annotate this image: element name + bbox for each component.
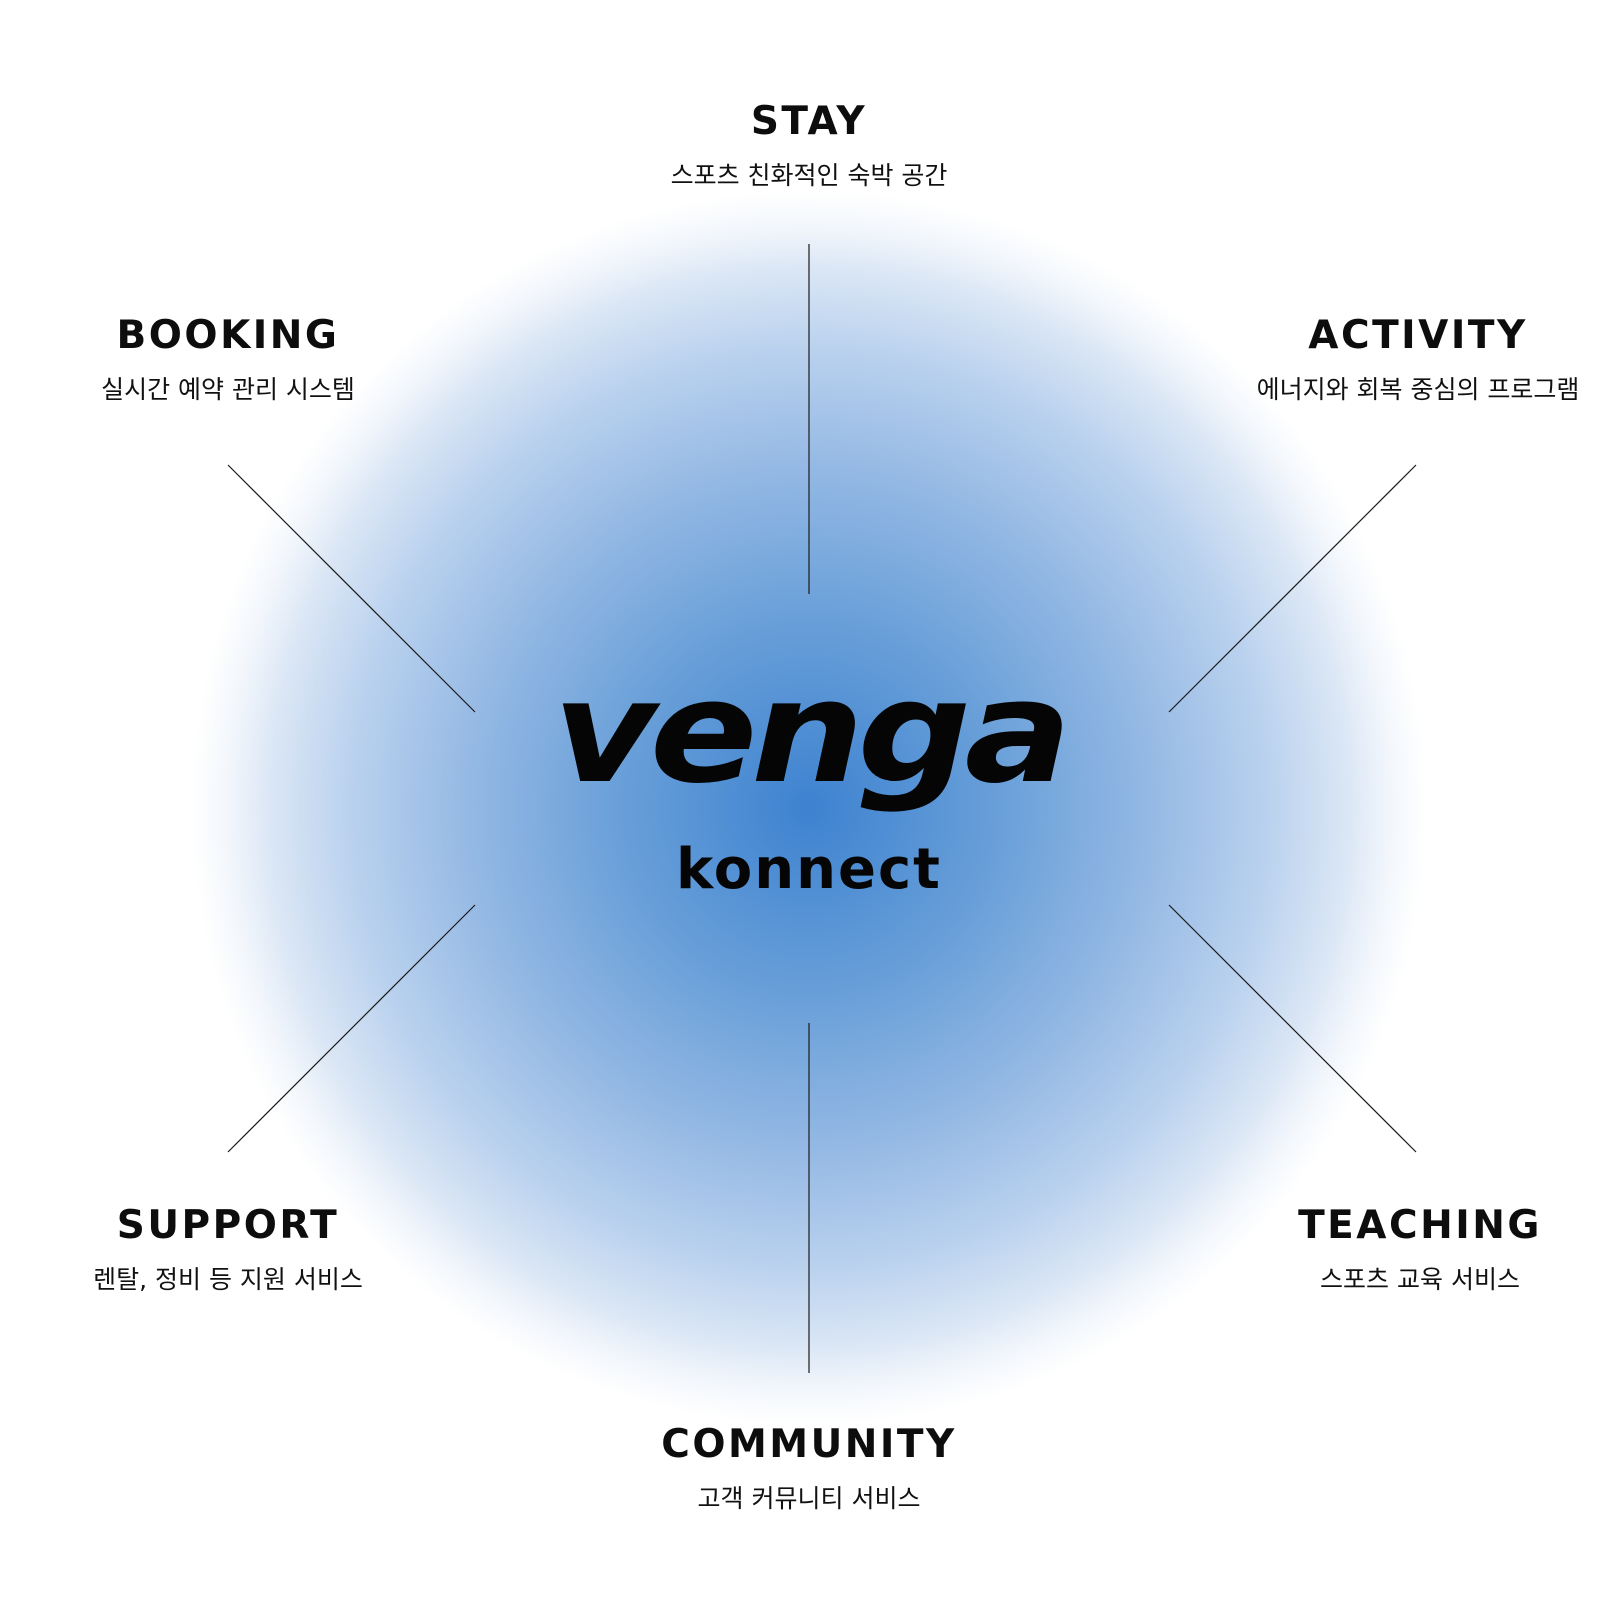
node-desc: 고객 커뮤니티 서비스 (697, 1484, 921, 1513)
node-teaching: TEACHING 스포츠 교육 서비스 (1140, 1206, 1618, 1292)
logo-wordmark: venga (552, 650, 1072, 815)
node-desc: 스포츠 친화적인 숙박 공간 (670, 161, 948, 190)
node-title: COMMUNITY (661, 1422, 957, 1467)
node-desc: 렌탈, 정비 등 지원 서비스 (93, 1265, 363, 1294)
spoke-booking (227, 464, 476, 713)
node-desc: 에너지와 회복 중심의 프로그램 (1256, 375, 1580, 404)
node-community: COMMUNITY 고객 커뮤니티 서비스 (529, 1425, 1089, 1511)
node-title: SUPPORT (116, 1203, 340, 1248)
spoke-activity (1168, 464, 1417, 713)
spoke-teaching (1168, 904, 1417, 1153)
node-booking: BOOKING 실시간 예약 관리 시스템 (0, 316, 508, 402)
node-title: TEACHING (1298, 1203, 1542, 1248)
node-stay: STAY 스포츠 친화적인 숙박 공간 (529, 102, 1089, 188)
node-title: ACTIVITY (1308, 313, 1528, 358)
logo-subtitle: konnect (676, 837, 942, 902)
node-activity: ACTIVITY 에너지와 회복 중심의 프로그램 (1138, 316, 1618, 402)
spoke-support (227, 904, 476, 1153)
node-desc: 실시간 예약 관리 시스템 (101, 375, 355, 404)
node-support: SUPPORT 렌탈, 정비 등 지원 서비스 (0, 1206, 508, 1292)
node-title: BOOKING (116, 313, 340, 358)
node-desc: 스포츠 교육 서비스 (1320, 1265, 1520, 1294)
node-title: STAY (750, 99, 868, 144)
